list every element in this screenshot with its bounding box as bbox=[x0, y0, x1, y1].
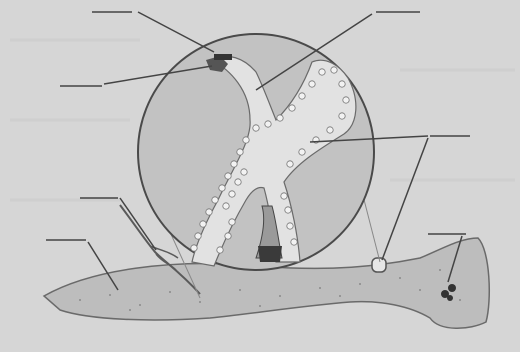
diagram-canvas bbox=[0, 0, 520, 352]
